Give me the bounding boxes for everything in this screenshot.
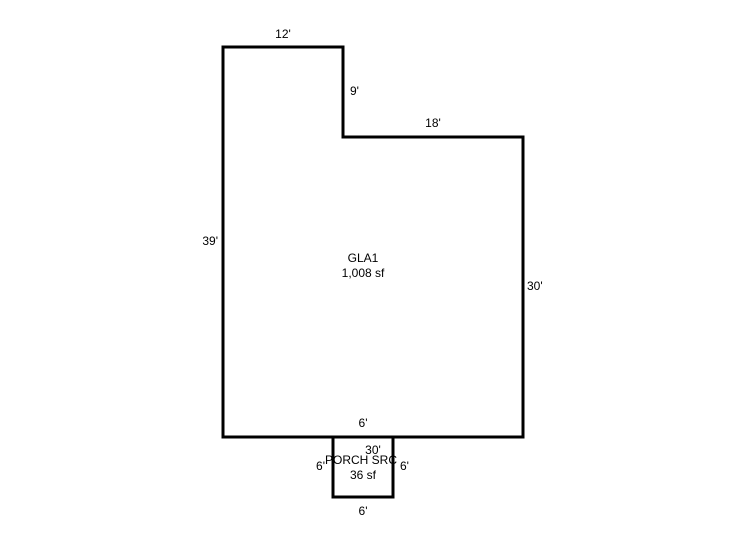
gla1-area-label: 1,008 sf xyxy=(342,266,385,280)
porch-dim-left: 6' xyxy=(316,459,325,473)
dim-notch-width: 18' xyxy=(425,116,441,130)
dim-right-height: 30' xyxy=(527,279,543,293)
porch-name-label: PORCH SRC xyxy=(325,453,397,467)
dim-bottom-inner: 6' xyxy=(359,416,368,430)
dim-left-height: 39' xyxy=(202,234,218,248)
gla1-name-label: GLA1 xyxy=(348,251,379,265)
porch-dim-right: 6' xyxy=(400,459,409,473)
porch-outline xyxy=(331,437,395,499)
porch-dim-bottom: 6' xyxy=(359,504,368,518)
dim-notch-height: 9' xyxy=(350,84,359,98)
dim-top-width: 12' xyxy=(275,27,291,41)
dim-bottom-width: 30' xyxy=(365,443,381,457)
gla1-outline xyxy=(221,45,525,439)
porch-area-label: 36 sf xyxy=(350,468,377,482)
